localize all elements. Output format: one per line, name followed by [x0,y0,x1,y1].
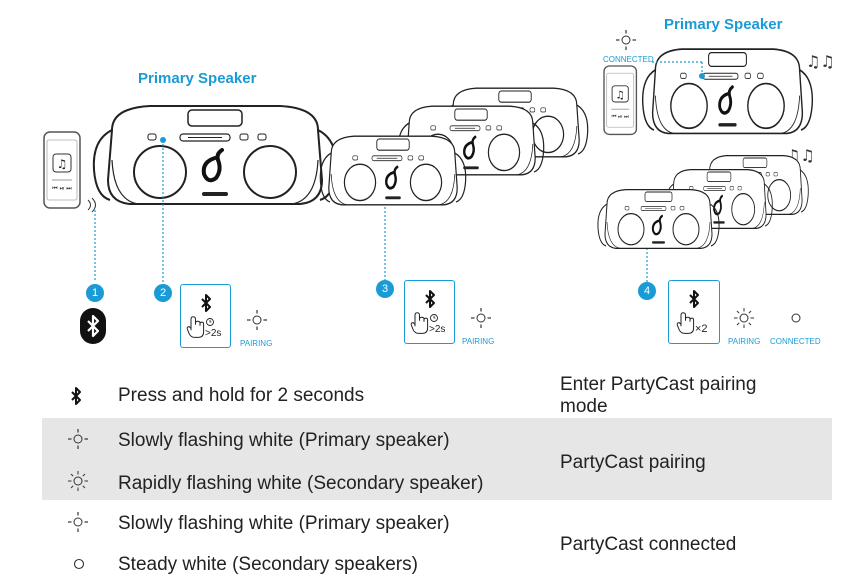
shaded-band [42,418,832,500]
row-2-description: Slowly flashing white (Primary speaker) [118,430,450,451]
hold-duration: >2s [205,328,222,339]
hold-instruction-box-2: >2s [180,284,231,348]
pairing-label-1: PAIRING [240,339,273,348]
rapid-flash-icon [733,307,755,329]
bluetooth-button-icon [80,308,106,344]
steady-icon [73,558,85,570]
clock-icon [430,314,438,322]
hold-duration: >2s [429,324,446,335]
row-4-description: Slowly flashing white (Primary speaker) [118,513,450,534]
primary-speaker-title: Primary Speaker [138,70,257,87]
hand-press-icon [410,312,429,334]
slow-flash-icon [67,428,89,450]
step-3-badge: 3 [376,280,394,298]
hand-press-icon [676,312,695,334]
double-press-box: ×2 [668,280,720,344]
result-2: PartyCast pairing [560,452,706,473]
row-1-description: Press and hold for 2 seconds [118,385,365,406]
pairing-label-3: PAIRING [728,337,761,346]
row-5-description: Steady white (Secondary speakers) [118,554,418,575]
rapid-flash-icon [67,470,89,492]
slow-flash-icon [470,307,492,329]
press-count: ×2 [695,323,708,335]
connector-lines-right [644,61,705,282]
hand-press-icon [186,316,205,338]
bluetooth-icon [689,290,699,308]
legend-table: Press and hold for 2 seconds Enter Party… [0,360,866,579]
connected-label: CONNECTED [770,337,821,346]
connected-label-top: CONNECTED [603,55,654,64]
step-1-badge: 1 [86,284,104,302]
pairing-label-2: PAIRING [462,337,495,346]
music-notes-icon: ♫♫ [806,52,835,71]
result-1: Enter PartyCast pairing mode [560,374,757,417]
pairing-illustration: Primary Speaker 1 2 >2s PAIRING 3 [43,16,835,348]
step-2-badge: 2 [154,284,172,302]
slow-flash-icon [67,511,89,533]
steady-icon [791,313,801,323]
row-3-description: Rapidly flashing white (Secondary speake… [118,473,484,494]
signal-waves-icon [87,197,96,213]
clock-icon [206,318,214,326]
bluetooth-icon [71,387,81,405]
primary-speaker-title-2: Primary Speaker [664,16,783,33]
step-4-badge: 4 [638,282,656,300]
result-3: PartyCast connected [560,534,737,555]
hold-instruction-box-3: >2s [404,280,455,344]
slow-flash-icon [246,309,268,331]
secondary-speaker-r-front [596,188,721,250]
